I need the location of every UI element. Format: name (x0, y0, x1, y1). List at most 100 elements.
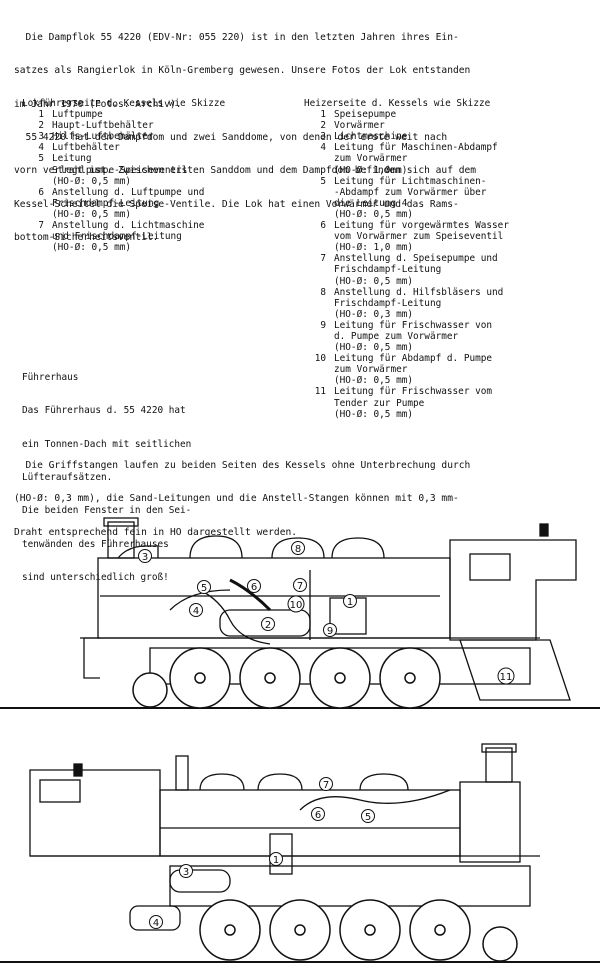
callout-marker (197, 580, 211, 594)
legend-item-number: 7 (38, 220, 44, 232)
legend-item: 10 Leitung für Abdampf d. Pumpe zum Vorwä… (304, 353, 594, 386)
legend-item: 5 Leitung Strahlpumpe-Speiseventil (HO-Ø:… (22, 153, 294, 186)
legend-item-number: 6 (320, 220, 326, 232)
legend-item-text: Hilfs-Luftbehälter (52, 131, 154, 143)
callout-label: 8 (295, 544, 301, 555)
legend-item: 1 Luftpumpe (22, 109, 294, 120)
legend-item: 11 Leitung für Frischwasser vom Tender zu… (304, 386, 594, 419)
legend-item: 7 Anstellung d. Speisepumpe und Frischdam… (304, 253, 594, 286)
callout-marker (343, 594, 357, 608)
legend-item-number: 10 (314, 353, 326, 365)
callout-label: 1 (273, 855, 279, 866)
legend-item-number: 11 (314, 386, 326, 398)
callout-marker (291, 541, 305, 555)
callout-marker (319, 777, 333, 791)
legend-item: 4 Luftbehälter (22, 142, 294, 153)
legend-item-text: Anstellung d. Speisepumpe und Frischdamp… (334, 253, 498, 287)
cab-note-line: Führerhaus (22, 372, 79, 384)
cab-note: Führerhaus Das Führerhaus d. 55 4220 hat… (22, 350, 191, 594)
fireman-side-heading: Heizerseite d. Kessels wie Skizze (304, 98, 491, 109)
legend-item-text: Leitung für Maschinen-Abdampf zum Vorwär… (334, 142, 498, 176)
legend-item: 8 Anstellung d. Hilfsbläsers und Frischda… (304, 287, 594, 320)
legend-item-text: Leitung für Abdampf d. Pumpe zum Vorwärm… (334, 353, 493, 387)
cab-note-line: Das Führerhaus d. 55 4220 hat (22, 405, 186, 417)
legend-item: 3 Hilfs-Luftbehälter (22, 131, 294, 142)
callout-marker (287, 595, 305, 613)
legend-item-number: 5 (38, 153, 44, 165)
legend-item: 2 Vorwärmer (304, 120, 594, 131)
legend-item-text: Anstellung d. Hilfsbläsers und Frischdam… (334, 286, 504, 320)
outro-line: Draht entsprechend fein in HO dargestell… (14, 526, 298, 538)
legend-item-number: 1 (38, 109, 44, 121)
legend-item-number: 9 (320, 319, 326, 331)
legend-item-text: Leitung für Lichtmaschinen- -Abdampf zum… (334, 175, 487, 220)
legend-item: 9 Leitung für Frischwasser von d. Pumpe z… (304, 320, 594, 353)
outro-text: Die Griffstangen laufen zu beiden Seiten… (14, 438, 470, 549)
legend-item-text: Haupt-Luftbehälter (52, 120, 154, 132)
callout-label: 4 (193, 606, 199, 617)
callout-label: 10 (290, 600, 303, 611)
legend-item-text: Luftbehälter (52, 142, 120, 154)
callout-label: 6 (315, 810, 321, 821)
legend-item-text: Luftpumpe (52, 109, 103, 121)
outro-line: Die Griffstangen laufen zu beiden Seiten… (14, 460, 471, 472)
legend-item-text: Leitung für Frischwasser von d. Pumpe zu… (334, 319, 493, 354)
legend-item-number: 8 (320, 286, 326, 298)
legend-item-number: 5 (320, 175, 326, 187)
callout-marker (261, 617, 275, 631)
cab-note-line: ein Tonnen-Dach mit seitlichen (22, 438, 192, 450)
callout-label: 7 (297, 581, 303, 592)
callout-label: 11 (500, 672, 513, 683)
legend-item-number: 3 (320, 131, 326, 143)
callout-label: 6 (251, 582, 257, 593)
callout-label: 4 (153, 918, 159, 929)
cab-note-line: tenwänden des Führerhauses (22, 538, 169, 550)
callout-label: 1 (347, 597, 353, 608)
callout-label: 5 (365, 812, 371, 823)
legend-item-text: Leitung für vorgewärmtes Wasser vom Vorw… (334, 220, 509, 254)
cab-note-line: Die beiden Fenster in den Sei- (22, 505, 192, 517)
legend-item-text: Anstellung d. Lichtmaschine und Frischda… (52, 220, 205, 254)
legend-item: 4 Leitung für Maschinen-Abdampf zum Vorwä… (304, 142, 594, 175)
cab-note-line: Lüfteraufsätzen. (22, 472, 113, 484)
callout-label: 3 (183, 867, 189, 878)
legend-item-text: Leitung für Frischwasser vom Tender zur … (334, 386, 493, 420)
callout-label: 5 (201, 583, 207, 594)
callout-label: 9 (327, 626, 333, 637)
intro-text: Die Dampflok 55 4220 (EDV-Nr: 055 220) i… (14, 10, 476, 254)
callout-marker (189, 603, 203, 617)
legend-item-number: 2 (320, 120, 326, 132)
intro-line: bottom-Sicherheitsventil. (14, 231, 159, 243)
callout-marker (311, 807, 325, 821)
callout-marker (269, 852, 283, 866)
intro-line: Die Dampflok 55 4220 (EDV-Nr: 055 220) i… (14, 32, 459, 44)
locomotive-drawing-fireman-side: 1 2 3 4 5 6 7 8 9 10 11 (0, 517, 600, 709)
legend-item: 7 Anstellung d. Lichtmaschine und Frischd… (22, 220, 294, 253)
legend-item-text: Vorwärmer (334, 120, 385, 132)
legend-item: 2 Haupt-Luftbehälter (22, 120, 294, 131)
driver-side-heading: Lokführerseite d. Kessels wie Skizze (22, 98, 226, 109)
legend-item-number: 2 (38, 120, 44, 132)
legend-item-number: 4 (38, 142, 44, 154)
legend-item-text: Lichtmaschine (334, 131, 408, 143)
legend-item-number: 4 (320, 142, 326, 154)
legend-item-number: 3 (38, 131, 44, 143)
outro-line: (HO-Ø: 0,3 mm), die Sand-Leitungen und d… (14, 493, 459, 505)
cab-note-line: sind unterschiedlich groß! (22, 571, 169, 583)
legend-item-text: Leitung Strahlpumpe-Speiseventil (HO-Ø: … (52, 153, 188, 187)
intro-line: 55 4220 hat den Dampfdom und zwei Sanddo… (14, 132, 448, 144)
callout-label: 2 (265, 620, 271, 631)
callout-marker (179, 864, 193, 878)
legend-item: 6 Leitung für vorgewärmtes Wasser vom Vor… (304, 220, 594, 253)
driver-side-items: 1 Luftpumpe 2 Haupt-Luftbehälter 3 Hilfs-Luft… (22, 109, 294, 253)
callout-label: 3 (142, 552, 148, 563)
intro-line: Kessel-Scheitel die Speise-Ventile. Die … (14, 198, 459, 210)
callout-marker (361, 809, 375, 823)
legend-item-number: 7 (320, 253, 326, 265)
